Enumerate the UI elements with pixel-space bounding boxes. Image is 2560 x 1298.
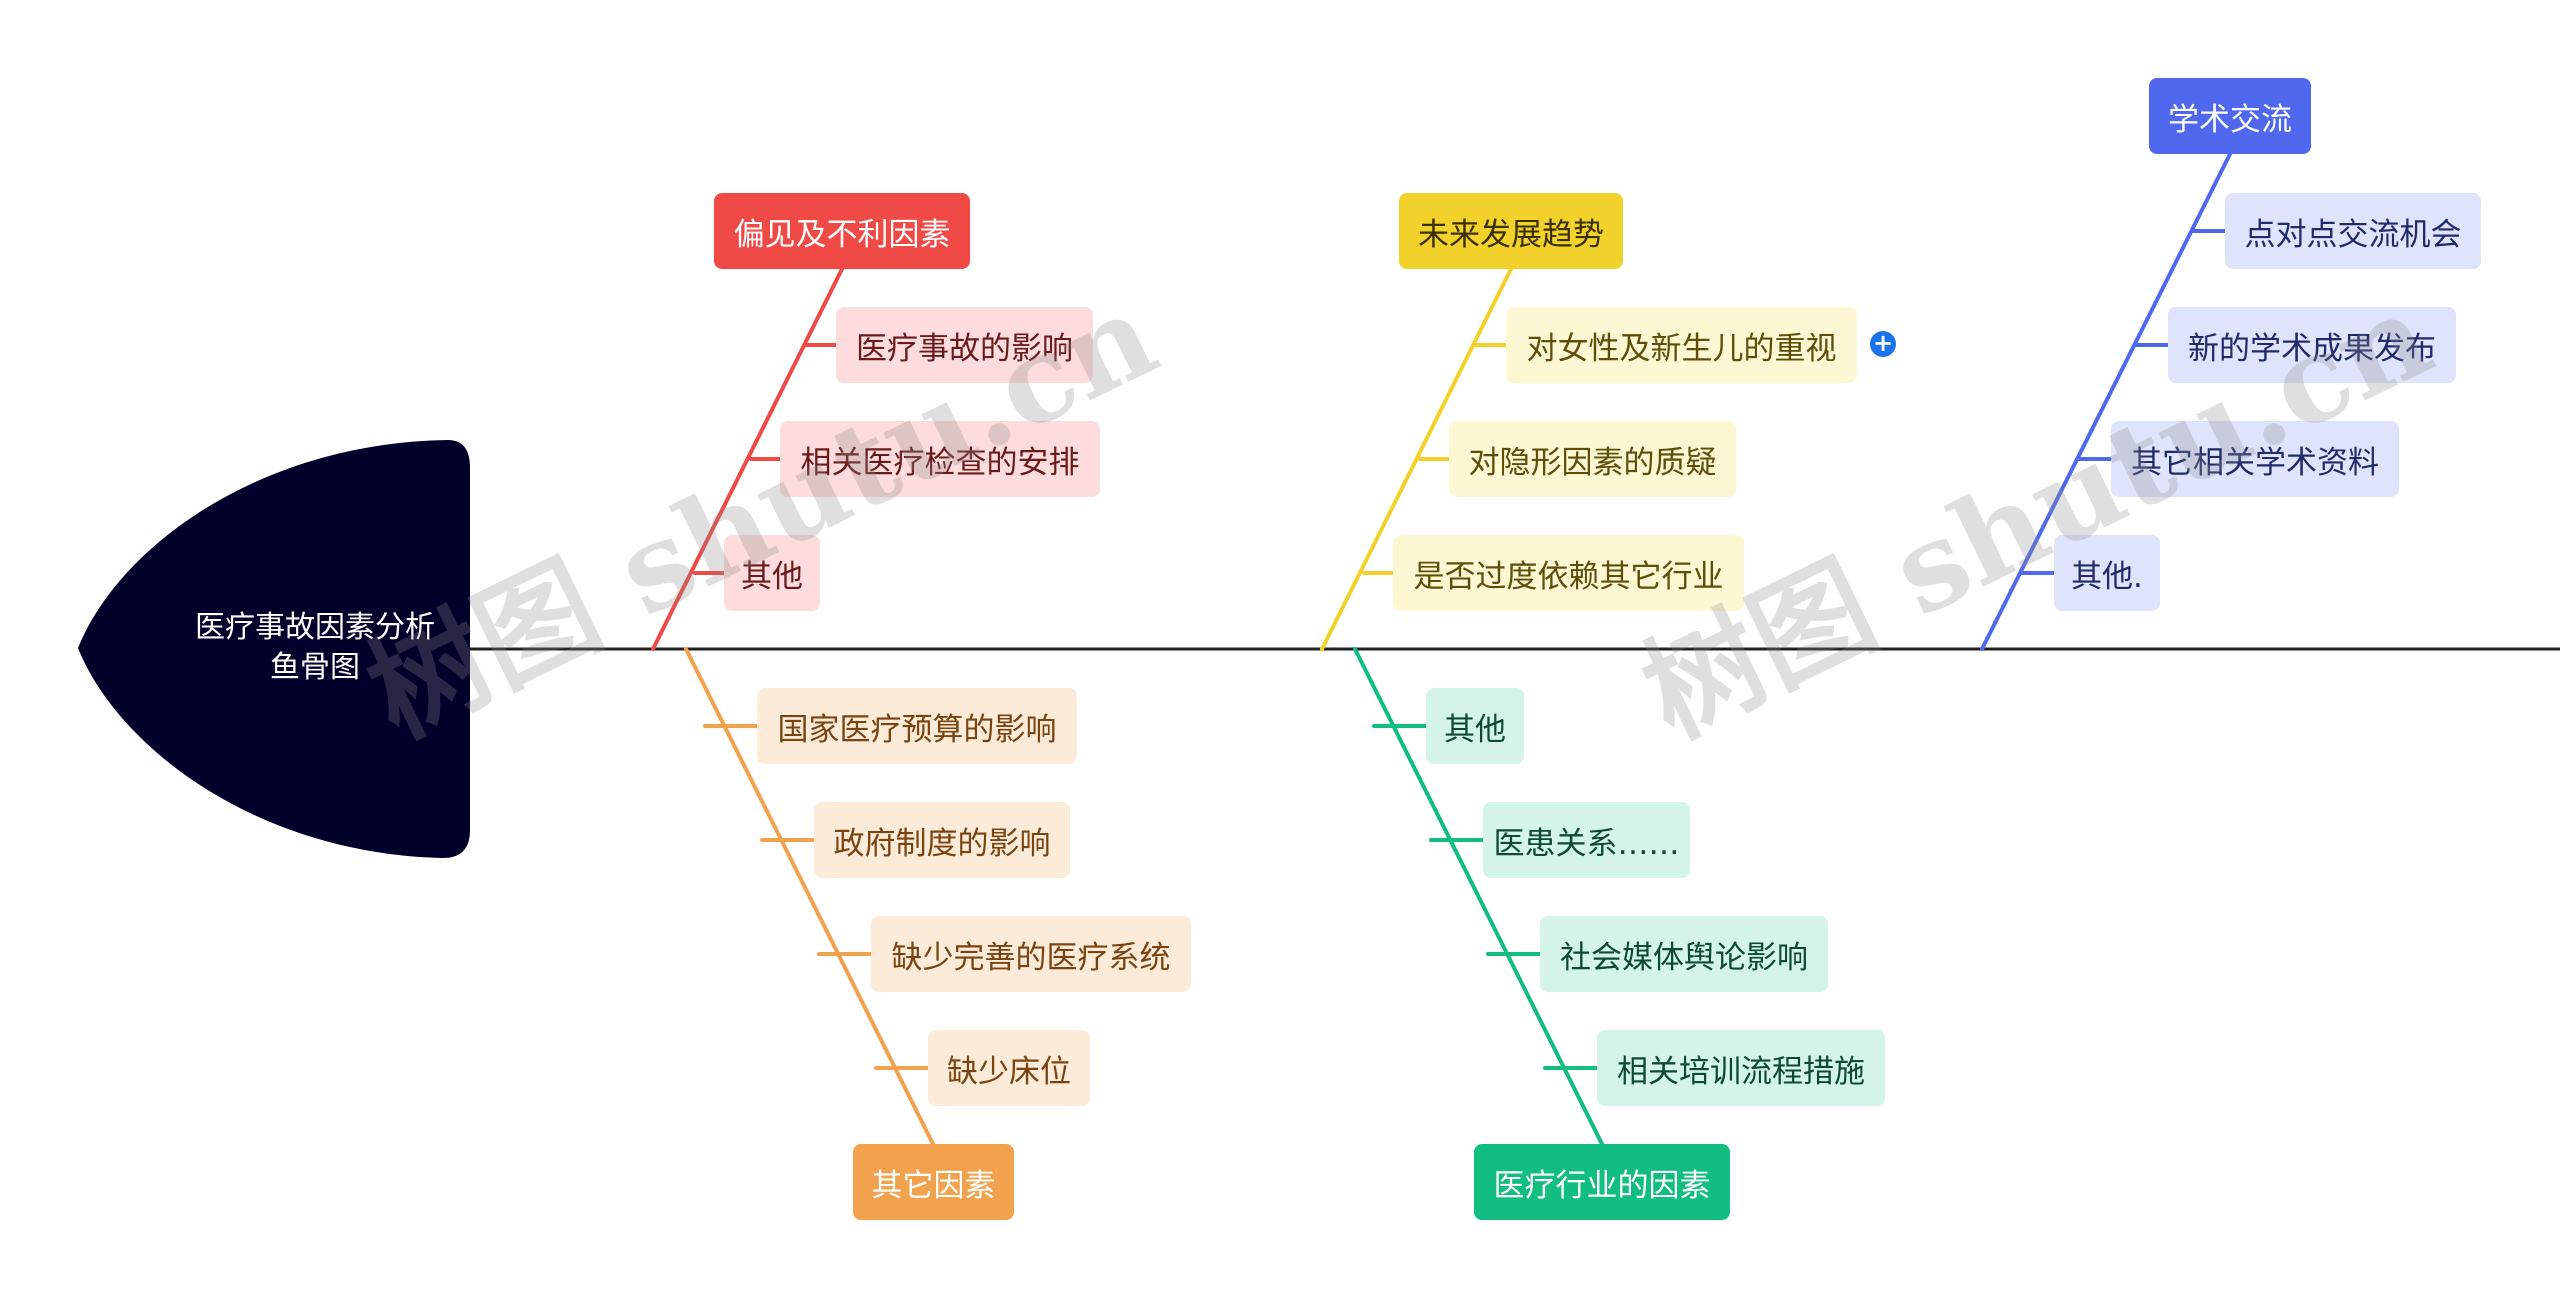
bone-line	[651, 267, 844, 651]
cause-node[interactable]: 相关培训流程措施	[1597, 1030, 1885, 1106]
cause-node[interactable]: 对女性及新生儿的重视	[1506, 307, 1857, 383]
cause-node[interactable]: 社会媒体舆论影响	[1540, 916, 1828, 992]
cause-node[interactable]: 国家医疗预算的影响	[757, 688, 1077, 764]
branch-future-trends[interactable]: 未来发展趋势	[1399, 193, 1623, 269]
bone-line	[684, 647, 935, 1146]
cause-node[interactable]: 其他	[724, 535, 820, 611]
cause-node[interactable]: 医患关系……	[1483, 802, 1690, 878]
title-line-2: 鱼骨图	[270, 650, 360, 685]
cause-node[interactable]: 相关医疗检查的安排	[780, 421, 1100, 497]
branch-academic-exchange[interactable]: 学术交流	[2149, 78, 2311, 154]
cause-node[interactable]: 新的学术成果发布	[2168, 307, 2456, 383]
title-line-1: 医疗事故因素分析	[195, 610, 435, 645]
branch-industry-factors[interactable]: 医疗行业的因素	[1474, 1144, 1730, 1220]
fish-head	[78, 440, 470, 858]
cause-node[interactable]: 缺少完善的医疗系统	[871, 916, 1191, 992]
bone-line	[1980, 152, 2232, 651]
diagram-title: 医疗事故因素分析 鱼骨图	[165, 608, 465, 688]
cause-node[interactable]: 其他	[1426, 688, 1524, 764]
cause-node[interactable]: 对隐形因素的质疑	[1449, 421, 1736, 497]
cause-node[interactable]: 其它相关学术资料	[2111, 421, 2399, 497]
cause-node[interactable]: 政府制度的影响	[814, 802, 1070, 878]
bone-line	[1353, 647, 1604, 1146]
cause-node[interactable]: 是否过度依赖其它行业	[1393, 535, 1744, 611]
cause-node[interactable]: 点对点交流机会	[2225, 193, 2481, 269]
cause-node[interactable]: 医疗事故的影响	[836, 307, 1093, 383]
branch-other-factors[interactable]: 其它因素	[853, 1144, 1014, 1220]
branch-bias-factors[interactable]: 偏见及不利因素	[714, 193, 970, 269]
cause-node[interactable]: 其他.	[2054, 535, 2160, 611]
expand-plus-icon[interactable]: +	[1870, 331, 1896, 357]
cause-node[interactable]: 缺少床位	[928, 1030, 1090, 1106]
bone-line	[1320, 267, 1513, 651]
